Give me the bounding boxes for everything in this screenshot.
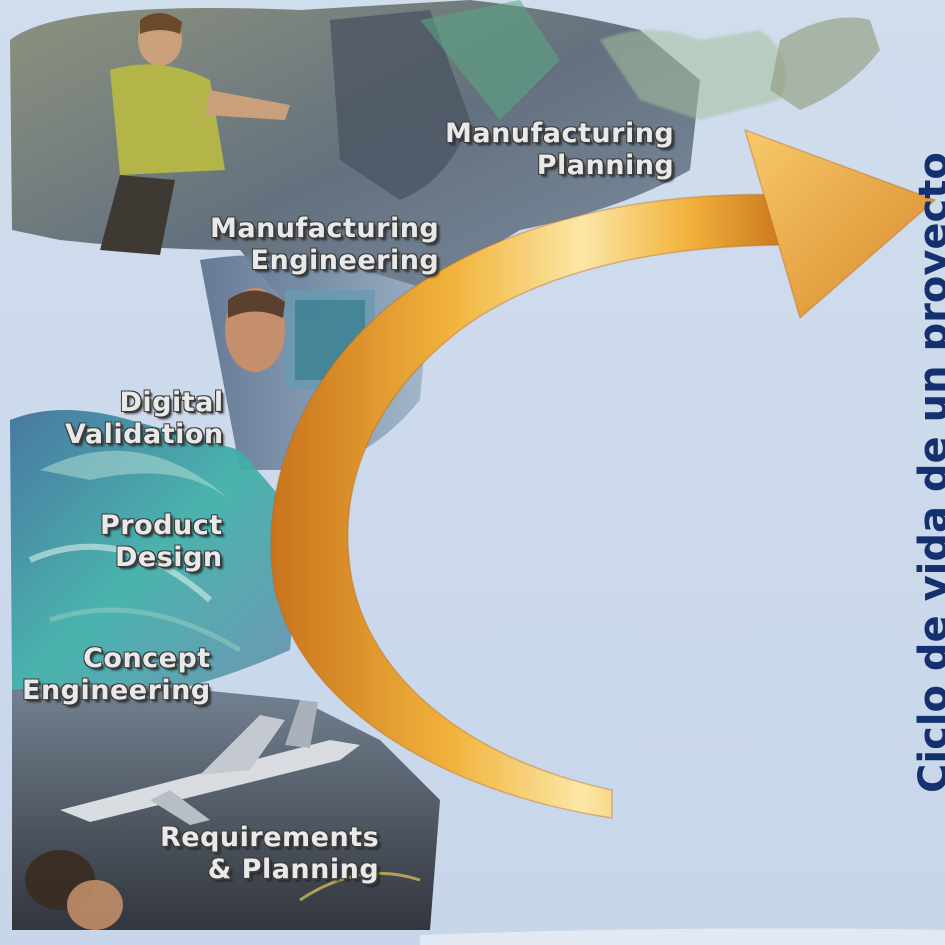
stage-line: Product [100, 510, 223, 541]
stage-label-product-design: Product Design [100, 510, 223, 574]
stage-line: Engineering [22, 675, 211, 706]
worker-figure-icon [100, 12, 290, 255]
page-title: Ciclo de vida de un proyecto [911, 152, 945, 793]
concentric-arcs-shape [40, 450, 230, 500]
product-design-scene-image [10, 410, 300, 700]
stage-line: Concept [83, 643, 211, 674]
stage-line: Validation [65, 419, 224, 450]
stage-label-digital-validation: Digital Validation [65, 387, 224, 451]
stage-line: Design [115, 542, 223, 573]
stage-line: Manufacturing [445, 118, 675, 149]
green-tool-shape [420, 0, 560, 120]
machinery-shape [330, 10, 470, 200]
engineer-portrait-icon [225, 288, 285, 372]
stage-line: Planning [536, 150, 675, 181]
stage-line: Digital [119, 387, 224, 418]
curved-arrow-head [743, 128, 937, 320]
stage-label-requirements-planning: Requirements & Planning [160, 822, 379, 886]
stage-line: & Planning [207, 854, 380, 885]
stage-line: Requirements [160, 822, 380, 853]
faint-map-shape [600, 30, 787, 120]
jet-aircraft-icon [60, 700, 360, 825]
stage-label-concept-engineering: Concept Engineering [22, 643, 211, 707]
stage-label-manufacturing-planning: Manufacturing Planning [445, 118, 674, 182]
stage-line: Manufacturing [210, 213, 440, 244]
dotted-terrain-shape [770, 17, 880, 110]
stage-line: Engineering [250, 245, 440, 276]
people-figures-icon [25, 850, 123, 930]
stage-label-manufacturing-engineering: Manufacturing Engineering [210, 213, 439, 277]
plan-lines-shape [299, 871, 421, 902]
